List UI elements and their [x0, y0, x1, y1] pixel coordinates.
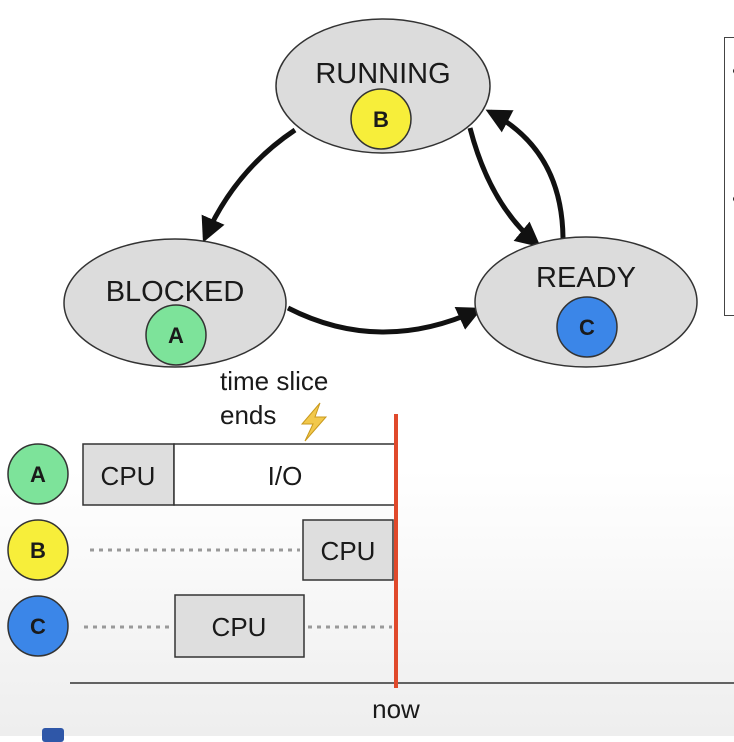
token-c-label: C: [579, 315, 595, 340]
state-running: [275, 18, 491, 154]
state-blocked-label: BLOCKED: [106, 276, 245, 308]
now-label: now: [372, 694, 420, 724]
timeline-token-b-label: B: [30, 538, 46, 563]
state-ready-label: READY: [536, 262, 636, 294]
row-a-cpu-block: [82, 443, 175, 506]
row-a-io-block: [173, 443, 397, 506]
state-blocked: [63, 238, 287, 368]
token-b-label: B: [373, 107, 389, 132]
row-a-cpu-label: CPU: [101, 461, 156, 491]
token-a-circle: [145, 304, 207, 366]
lightning-icon: [300, 402, 328, 442]
timeline-token-b: [7, 519, 69, 581]
arrow-running-to-blocked: [201, 127, 297, 243]
university-logo: [42, 728, 64, 742]
token-c-circle: [556, 296, 618, 358]
annotation-ends: ends: [220, 400, 276, 430]
row-a-io-label: I/O: [268, 461, 303, 491]
row-c-cpu-block: [174, 594, 305, 658]
state-running-label: RUNNING: [315, 58, 450, 90]
arrow-running-to-ready: [467, 127, 541, 248]
arrow-blocked-to-ready: [286, 305, 483, 335]
timeline-token-a: [7, 443, 69, 505]
row-b-cpu-label: CPU: [321, 536, 376, 566]
annotation-time-slice: time slice: [220, 366, 328, 396]
timeline-token-c: [7, 595, 69, 657]
row-b-cpu-block: [302, 519, 394, 581]
row-c-cpu-label: CPU: [212, 612, 267, 642]
timeline-token-c-label: C: [30, 614, 46, 639]
token-a-label: A: [168, 323, 184, 348]
token-b-circle: [350, 88, 412, 150]
arrow-ready-to-running: [485, 109, 566, 239]
timeline-token-a-label: A: [30, 462, 46, 487]
